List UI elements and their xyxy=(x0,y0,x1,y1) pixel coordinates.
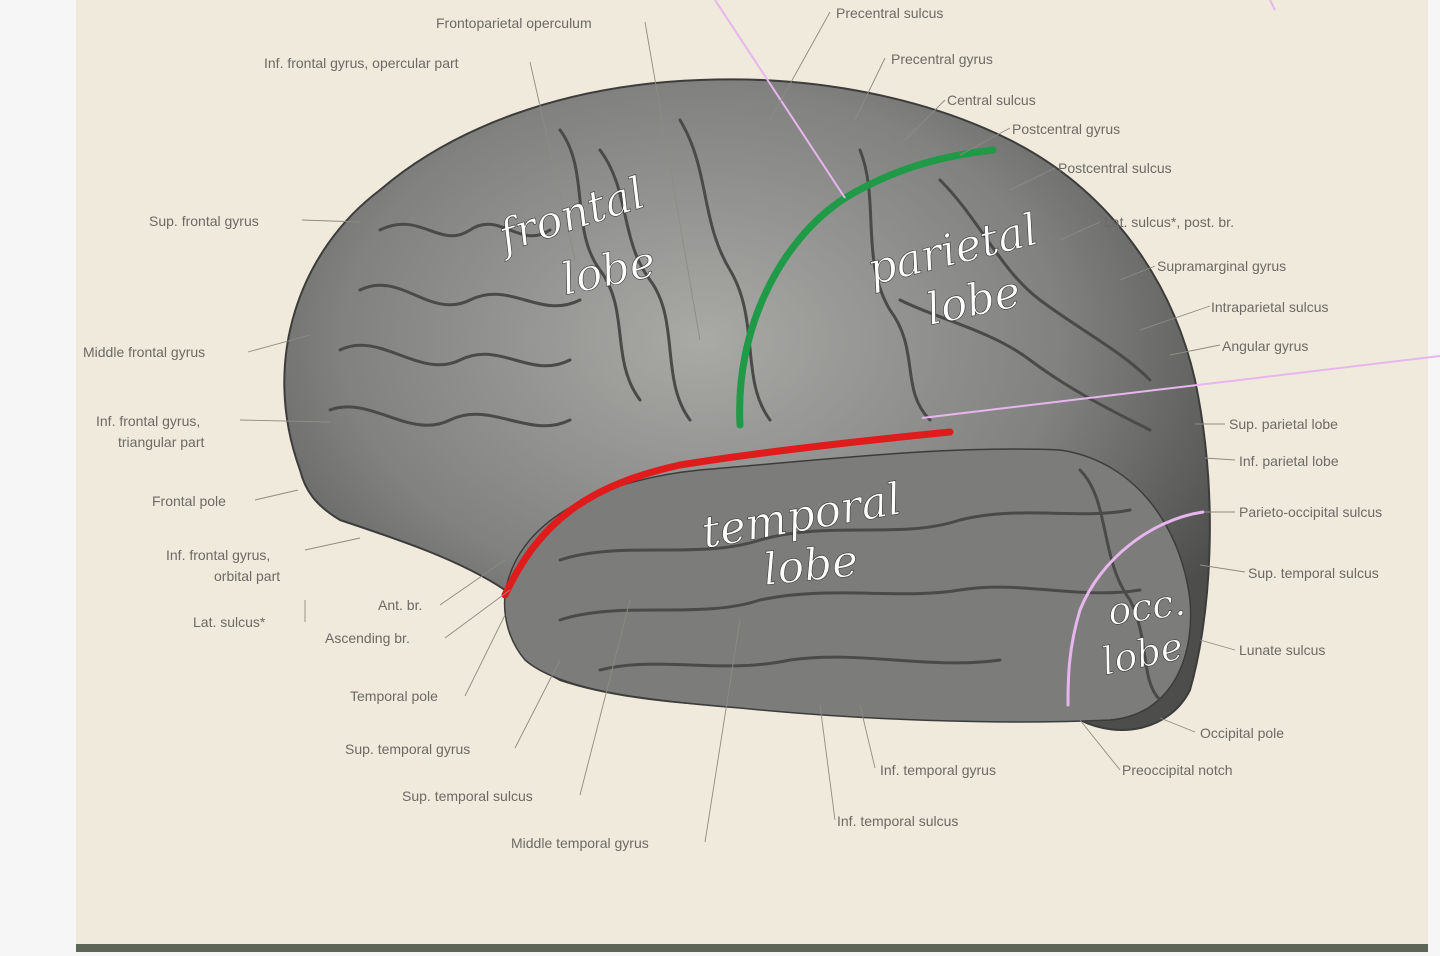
plate-bottom-edge xyxy=(76,944,1428,952)
label-sup-parietal-lobe: Sup. parietal lobe xyxy=(1229,416,1338,432)
pink-pointer-top xyxy=(714,0,846,199)
label-postcentral-sulcus: Postcentral sulcus xyxy=(1058,160,1172,176)
label-middle-temporal-gyrus: Middle temporal gyrus xyxy=(511,835,649,851)
pink-pointer-corner xyxy=(1269,0,1276,11)
label-lunate-sulcus: Lunate sulcus xyxy=(1239,642,1325,658)
label-precentral-gyrus: Precentral gyrus xyxy=(891,51,993,67)
temporal-lobe-shape xyxy=(503,448,1192,723)
label-postcentral-gyrus: Postcentral gyrus xyxy=(1012,121,1120,137)
gyri-folds xyxy=(328,118,1162,702)
pink-pointer-right xyxy=(921,355,1440,419)
label-ascending-br: Ascending br. xyxy=(325,630,410,646)
label-frontal-pole: Frontal pole xyxy=(152,493,226,509)
label-precentral-sulcus: Precentral sulcus xyxy=(836,5,943,21)
label-inf-temporal-sulcus: Inf. temporal sulcus xyxy=(837,813,958,829)
label-sup-temporal-sulcus-bottom: Sup. temporal sulcus xyxy=(402,788,533,804)
label-intraparietal-sulcus: Intraparietal sulcus xyxy=(1211,299,1329,315)
label-middle-frontal-gyrus: Middle frontal gyrus xyxy=(83,344,205,360)
label-inf-frontal-orbital-1: Inf. frontal gyrus, xyxy=(166,547,270,563)
label-inf-frontal-orbital-2: orbital part xyxy=(214,568,280,584)
label-temporal-pole: Temporal pole xyxy=(350,688,438,704)
label-preoccipital-notch: Preoccipital notch xyxy=(1122,762,1233,778)
label-ant-br: Ant. br. xyxy=(378,597,422,613)
label-inf-frontal-opercular: Inf. frontal gyrus, opercular part xyxy=(264,55,459,71)
label-parieto-occipital-sulcus: Parieto-occipital sulcus xyxy=(1239,504,1382,520)
label-sup-temporal-sulcus-right: Sup. temporal sulcus xyxy=(1248,565,1379,581)
label-sup-frontal-gyrus: Sup. frontal gyrus xyxy=(149,213,259,229)
lateral-sulcus-marker xyxy=(501,428,954,599)
label-supramarginal-gyrus: Supramarginal gyrus xyxy=(1157,258,1286,274)
label-lat-sulcus-post-br: Lat. sulcus*, post. br. xyxy=(1104,214,1234,230)
label-inf-temporal-gyrus: Inf. temporal gyrus xyxy=(880,762,996,778)
label-inf-parietal-lobe: Inf. parietal lobe xyxy=(1239,453,1339,469)
central-sulcus-marker xyxy=(736,146,997,429)
label-frontoparietal-operculum: Frontoparietal operculum xyxy=(436,15,592,31)
label-inf-frontal-triangular-2: triangular part xyxy=(118,434,204,450)
label-occipital-pole: Occipital pole xyxy=(1200,725,1284,741)
parieto-occipital-marker xyxy=(1066,510,1205,707)
leader-lines xyxy=(239,11,1246,843)
label-lat-sulcus: Lat. sulcus* xyxy=(193,614,266,630)
annotation-temporal-lobe-word: lobe xyxy=(761,535,861,596)
label-central-sulcus: Central sulcus xyxy=(947,92,1036,108)
label-sup-temporal-gyrus: Sup. temporal gyrus xyxy=(345,741,470,757)
label-inf-frontal-triangular-1: Inf. frontal gyrus, xyxy=(96,413,200,429)
label-angular-gyrus: Angular gyrus xyxy=(1222,338,1308,354)
